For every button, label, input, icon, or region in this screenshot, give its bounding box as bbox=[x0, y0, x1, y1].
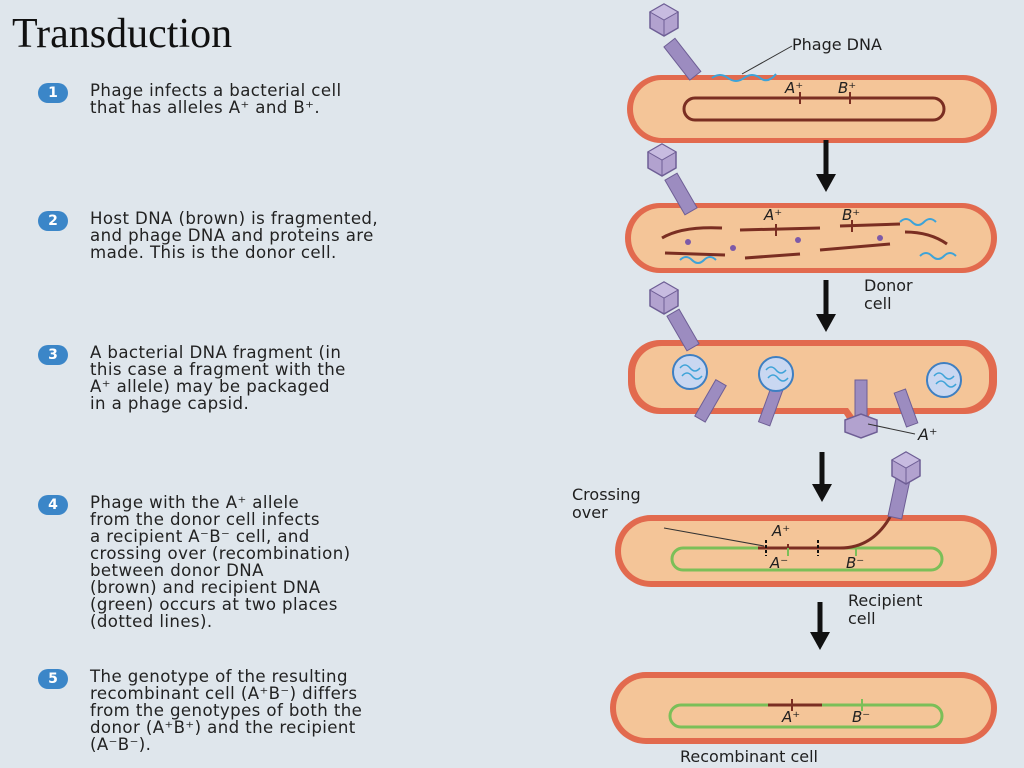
step-line: A⁺ allele) may be packaged bbox=[90, 377, 330, 396]
step-line: in a phage capsid. bbox=[90, 394, 250, 413]
assembled-phage-icon bbox=[893, 362, 962, 428]
step-line: (A⁻B⁻). bbox=[90, 735, 152, 754]
step-number-badge: 2 bbox=[38, 211, 68, 231]
crossing-over-label-line1: Crossing bbox=[572, 485, 641, 504]
phage-protein-dots bbox=[685, 235, 883, 251]
step-number-badge: 4 bbox=[38, 495, 68, 515]
down-arrow-icon bbox=[816, 140, 836, 192]
gene-a-plus-label: A⁺ bbox=[763, 206, 782, 224]
step-line: The genotype of the resulting bbox=[90, 667, 348, 686]
step-line: made. This is the donor cell. bbox=[90, 243, 337, 262]
step-line: this case a fragment with the bbox=[90, 360, 346, 379]
cell-2-donor: A⁺ B⁺ bbox=[625, 143, 997, 273]
slide-title: Transduction bbox=[12, 11, 233, 57]
host-dna-fragments bbox=[661, 222, 948, 260]
recombinant-cell-label: Recombinant cell bbox=[680, 747, 818, 766]
step-text: Phage infects a bacterial cell that has … bbox=[90, 82, 341, 116]
step-line: recombinant cell (A⁺B⁻) differs bbox=[90, 684, 358, 703]
step-line: Phage infects a bacterial cell bbox=[90, 81, 342, 100]
step-line: Phage with the A⁺ allele bbox=[90, 493, 300, 512]
step-2: 2 Host DNA (brown) is fragmented, and ph… bbox=[38, 210, 578, 261]
step-text: Host DNA (brown) is fragmented, and phag… bbox=[90, 210, 378, 261]
donor-cell-label-line2: cell bbox=[864, 294, 892, 313]
step-line: from the donor cell infects bbox=[90, 510, 320, 529]
step-line: (dotted lines). bbox=[90, 612, 213, 631]
crossing-over-label-line2: over bbox=[572, 503, 608, 522]
step-1: 1 Phage infects a bacterial cell that ha… bbox=[38, 82, 578, 116]
donor-cell-label-line1: Donor bbox=[864, 276, 913, 295]
assembled-phage-icon bbox=[672, 354, 727, 423]
recipient-cell-label-line2: cell bbox=[848, 609, 876, 628]
step-number-badge: 3 bbox=[38, 345, 68, 365]
down-arrow-icon bbox=[816, 280, 836, 332]
step-line: from the genotypes of both the bbox=[90, 701, 363, 720]
step-line: between donor DNA bbox=[90, 561, 264, 580]
assembled-phage-icon bbox=[844, 379, 878, 439]
step-number-badge: 5 bbox=[38, 669, 68, 689]
gene-a-plus-label: A⁺ bbox=[784, 79, 803, 97]
step-number-badge: 1 bbox=[38, 83, 68, 103]
gene-a-minus-label: A⁻ bbox=[769, 554, 788, 572]
step-4: 4 Phage with the A⁺ allele from the dono… bbox=[38, 494, 578, 630]
phage-icon bbox=[649, 281, 700, 352]
step-line: Host DNA (brown) is fragmented, bbox=[90, 209, 379, 228]
step-line: A bacterial DNA fragment (in bbox=[90, 343, 342, 362]
phage-icon bbox=[887, 451, 921, 520]
gene-a-plus-label: A⁺ bbox=[771, 522, 790, 540]
step-line: crossing over (recombination) bbox=[90, 544, 351, 563]
gene-a-plus-label: A⁺ bbox=[781, 708, 800, 726]
phage-icon bbox=[649, 3, 702, 81]
step-3: 3 A bacterial DNA fragment (in this case… bbox=[38, 344, 578, 412]
gene-b-minus-label: B⁻ bbox=[852, 708, 870, 726]
step-line: (green) occurs at two places bbox=[90, 595, 338, 614]
step-line: a recipient A⁻B⁻ cell, and bbox=[90, 527, 310, 546]
phage-dna-strand bbox=[679, 218, 957, 264]
cell-1-infection: A⁺ B⁺ Phage DNA bbox=[627, 3, 997, 143]
phage-dna-label: Phage DNA bbox=[792, 35, 882, 54]
cell-5-recombinant: A⁺ B⁻ bbox=[610, 672, 997, 744]
gene-b-plus-label: B⁺ bbox=[838, 79, 856, 97]
down-arrow-icon bbox=[810, 602, 830, 650]
step-text: The genotype of the resulting recombinan… bbox=[90, 668, 362, 753]
phage-dna-strand bbox=[711, 73, 777, 82]
step-line: that has alleles A⁺ and B⁺. bbox=[90, 98, 321, 117]
phage-icon bbox=[647, 143, 698, 216]
cell-4-recipient: A⁺ A⁻ B⁻ bbox=[615, 451, 997, 587]
transduction-diagram: A⁺ B⁺ Phage DNA A⁺ B⁺ bbox=[572, 3, 997, 766]
recipient-cell-label-line1: Recipient bbox=[848, 591, 922, 610]
step-line: and phage DNA and proteins are bbox=[90, 226, 374, 245]
step-text: Phage with the A⁺ allele from the donor … bbox=[90, 494, 351, 630]
assembled-phage-icon bbox=[757, 356, 794, 427]
step-line: donor (A⁺B⁺) and the recipient bbox=[90, 718, 356, 737]
gene-b-plus-label: B⁺ bbox=[842, 206, 860, 224]
step-text: A bacterial DNA fragment (in this case a… bbox=[90, 344, 346, 412]
cell-3-lysis: A⁺ bbox=[628, 281, 997, 444]
gene-b-minus-label: B⁻ bbox=[846, 554, 864, 572]
step-line: (brown) and recipient DNA bbox=[90, 578, 321, 597]
step-5: 5 The genotype of the resulting recombin… bbox=[38, 668, 578, 753]
gene-a-plus-label: A⁺ bbox=[917, 425, 937, 444]
down-arrow-icon bbox=[812, 452, 832, 502]
